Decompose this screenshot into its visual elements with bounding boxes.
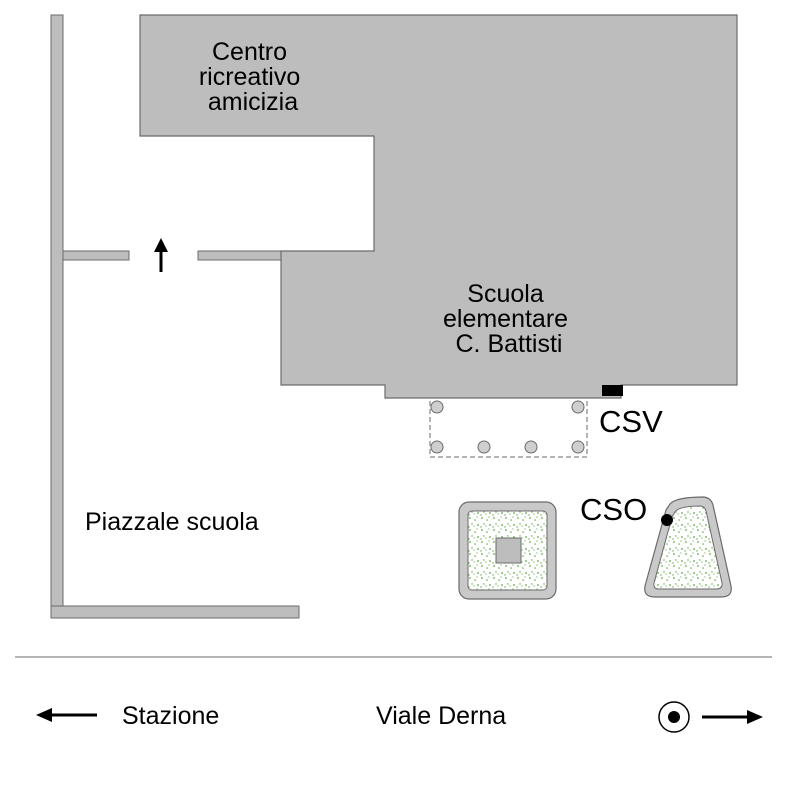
column xyxy=(430,400,444,414)
column xyxy=(571,400,585,414)
cso-marker xyxy=(661,514,673,526)
arrow-left-icon xyxy=(36,708,97,722)
trapezoid-planter xyxy=(644,496,732,598)
csv-marker xyxy=(602,385,623,396)
boundary-wall xyxy=(50,14,300,619)
column xyxy=(477,440,491,454)
square-label: Piazzale scuola xyxy=(85,508,259,536)
recreation-center-label: Centro ricreativo amicizia xyxy=(199,38,307,116)
school-label: Scuola elementare C. Battisti xyxy=(443,280,575,358)
cso-label: CSO xyxy=(580,492,647,527)
street-name-label: Viale Derna xyxy=(376,702,506,730)
csv-label: CSV xyxy=(599,404,663,439)
column xyxy=(571,440,585,454)
column xyxy=(430,440,444,454)
target-icon xyxy=(658,701,690,733)
square-planter xyxy=(458,501,557,600)
school-building-shape xyxy=(139,14,738,399)
column xyxy=(524,440,538,454)
arrow-right-icon xyxy=(702,710,763,724)
station-label: Stazione xyxy=(122,702,219,730)
porch-area xyxy=(429,397,588,458)
arrow-up-icon xyxy=(154,238,168,272)
